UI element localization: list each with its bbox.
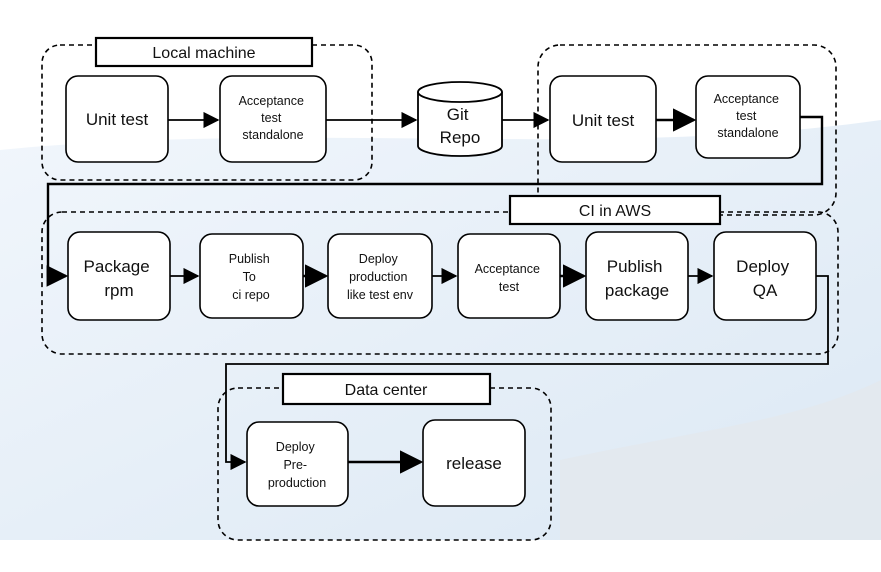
svg-text:Acceptance test: Acceptance test bbox=[475, 262, 544, 294]
svg-text:Deploy production: Deploy production like test env bbox=[347, 252, 414, 302]
svg-text:Acceptance test st: Acceptance test standalone bbox=[714, 92, 783, 140]
group-remote bbox=[537, 44, 837, 216]
node-line: standalone bbox=[242, 128, 303, 142]
svg-text:Acceptance test st: Acceptance test standalone bbox=[239, 94, 308, 142]
node-line: Publish bbox=[607, 257, 663, 276]
svg-text:Package rpm: Package rpm bbox=[84, 257, 155, 300]
node-line: Unit test bbox=[86, 110, 149, 129]
node-line: QA bbox=[753, 281, 778, 300]
title-data-center: Data center bbox=[345, 382, 428, 399]
node-remote-unit-test: Unit test bbox=[549, 75, 657, 163]
node-line: Package bbox=[84, 257, 150, 276]
node-deploy-qa: Deploy QA bbox=[713, 231, 817, 321]
node-line: Acceptance bbox=[475, 262, 540, 276]
node-local-unit-test: Unit test bbox=[65, 75, 169, 163]
node-line: test bbox=[736, 109, 757, 123]
node-line: Deploy bbox=[276, 440, 316, 454]
title-ci-aws: CI in AWS bbox=[579, 203, 651, 220]
connectors bbox=[46, 108, 829, 474]
node-line: Deploy bbox=[736, 257, 789, 276]
git-repo-cylinder: Git Repo bbox=[417, 81, 503, 157]
node-line: To bbox=[243, 270, 256, 284]
svg-text:Publish To ci repo: Publish To ci repo bbox=[229, 252, 273, 302]
svg-text:release: release bbox=[446, 454, 502, 473]
git-repo-line: Git bbox=[447, 105, 469, 124]
node-line: test bbox=[261, 111, 282, 125]
node-line: Deploy bbox=[359, 252, 399, 266]
title-local-machine: Local machine bbox=[152, 45, 255, 62]
git-repo-line: Repo bbox=[440, 128, 481, 147]
node-remote-acceptance-test: Acceptance test standalone bbox=[695, 75, 801, 159]
title-tab-ci-aws: CI in AWS bbox=[508, 194, 722, 226]
title-tab-local-machine: Local machine bbox=[94, 36, 314, 68]
svg-text:Unit test: Unit test bbox=[572, 111, 635, 130]
node-line: standalone bbox=[717, 126, 778, 140]
node-package-rpm: Package rpm bbox=[67, 231, 171, 321]
node-deploy-production-like: Deploy production like test env bbox=[327, 233, 433, 319]
node-line: test bbox=[499, 280, 520, 294]
svg-text:Publish package: Publish package bbox=[605, 257, 669, 300]
node-publish-ci-repo: Publish To ci repo bbox=[199, 233, 304, 319]
node-local-acceptance-test: Acceptance test standalone bbox=[219, 75, 327, 163]
svg-text:Deploy Pre- produc: Deploy Pre- production bbox=[268, 440, 326, 490]
node-line: Unit test bbox=[572, 111, 635, 130]
node-line: Acceptance bbox=[239, 94, 304, 108]
node-line: Acceptance bbox=[714, 92, 779, 106]
node-ci-acceptance-test: Acceptance test bbox=[457, 233, 561, 319]
title-tab-data-center: Data center bbox=[281, 372, 492, 406]
node-line: ci repo bbox=[232, 288, 270, 302]
node-line: production bbox=[268, 476, 326, 490]
node-line: Pre- bbox=[283, 458, 307, 472]
node-line: release bbox=[446, 454, 502, 473]
node-publish-package: Publish package bbox=[585, 231, 689, 321]
node-line: Publish bbox=[229, 252, 270, 266]
svg-text:Deploy QA: Deploy QA bbox=[736, 257, 794, 300]
node-release: release bbox=[422, 419, 526, 507]
node-line: like test env bbox=[347, 288, 414, 302]
git-repo-label: Git Repo bbox=[440, 105, 481, 147]
node-line: rpm bbox=[104, 281, 133, 300]
group-ci-aws bbox=[41, 211, 839, 355]
node-line: package bbox=[605, 281, 669, 300]
svg-text:Unit test: Unit test bbox=[86, 110, 149, 129]
node-line: production bbox=[349, 270, 407, 284]
node-deploy-preproduction: Deploy Pre- production bbox=[246, 421, 349, 507]
